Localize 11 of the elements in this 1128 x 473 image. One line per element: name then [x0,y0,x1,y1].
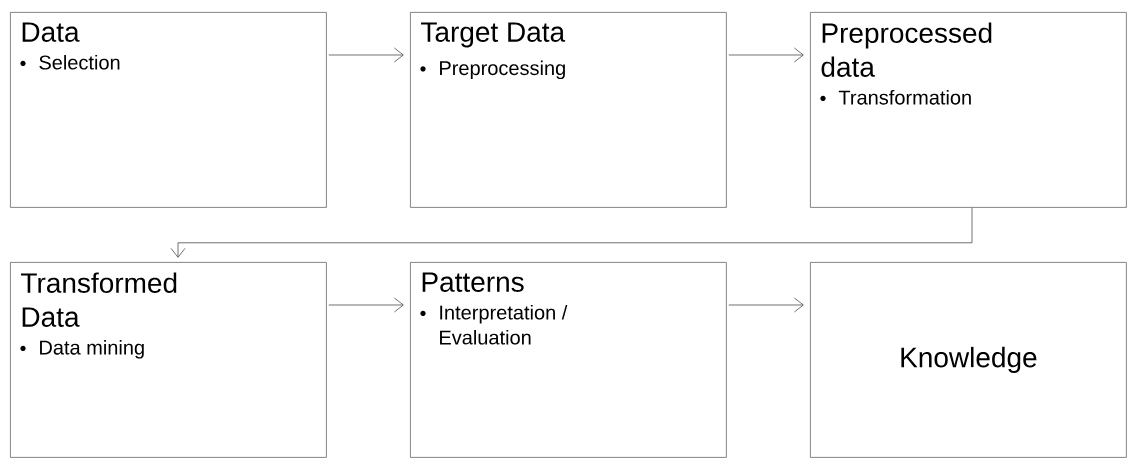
process-box: Knowledge [810,262,1127,458]
process-box: Patterns Interpretation / Evaluation [410,262,727,458]
arrow [728,47,804,63]
process-box: Data Selection [10,12,327,208]
arrow [328,47,404,63]
process-box: Transformed Data Data mining [10,262,327,458]
process-box: Preprocessed data Transformation [810,12,1127,208]
arrow [170,207,973,258]
arrow [328,297,404,313]
arrow [728,297,804,313]
process-box: Target Data Preprocessing [410,12,727,208]
